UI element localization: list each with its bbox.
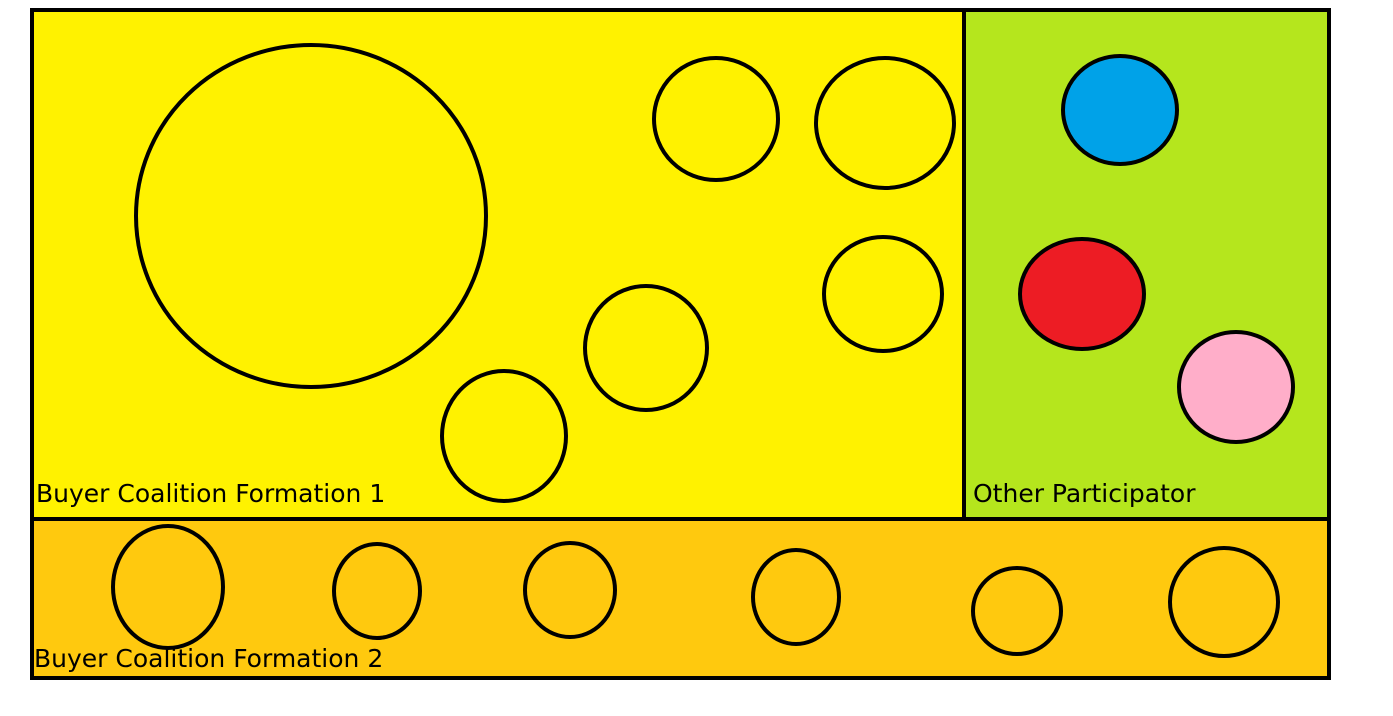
participator-blue (1061, 54, 1179, 166)
coalition-1-members (134, 43, 956, 503)
coalition-2-member (111, 524, 225, 650)
coalition-1-label: Buyer Coalition Formation 1 (36, 479, 385, 508)
coalition-1-member (652, 56, 780, 182)
coalition-2-member (751, 548, 841, 646)
participator-red (1018, 237, 1146, 351)
coalition-2-member (523, 541, 617, 639)
coalition-1-member (583, 284, 709, 412)
coalition-2-member (332, 542, 422, 640)
coalition-1-member (134, 43, 488, 389)
coalition-2-member (1168, 546, 1280, 658)
participator-pink (1177, 330, 1295, 444)
other-participator-label: Other Participator (973, 479, 1196, 508)
coalition-1-region (30, 8, 966, 521)
coalition-2-member (971, 566, 1063, 656)
coalition-2-members (111, 524, 1280, 658)
coalition-1-member (440, 369, 568, 503)
coalition-1-member (814, 56, 956, 190)
coalition-2-region (30, 517, 1331, 680)
coalition-2-label: Buyer Coalition Formation 2 (34, 644, 383, 673)
other-participator-members (1018, 54, 1295, 444)
coalition-1-member (822, 235, 944, 353)
